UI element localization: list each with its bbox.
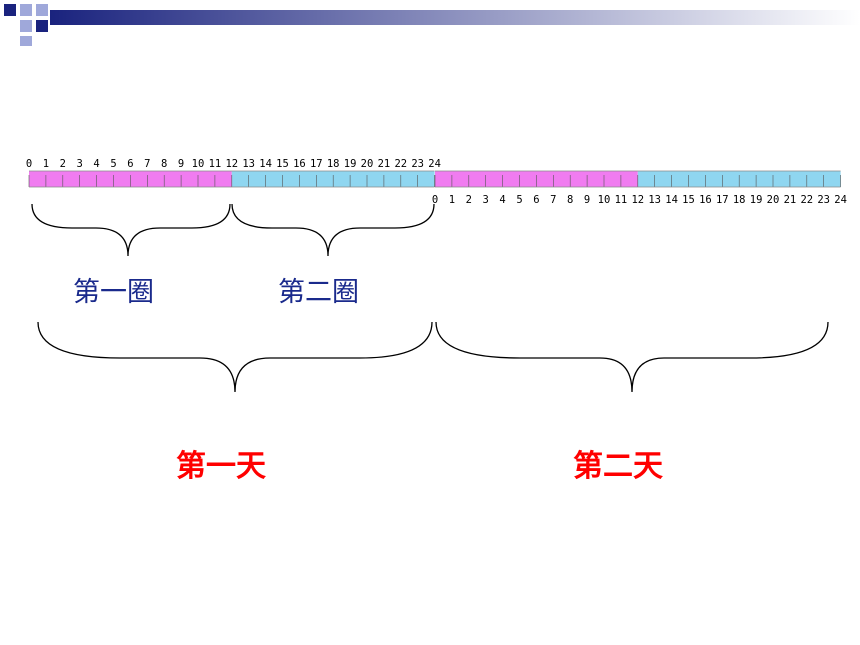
tick-label: 2 xyxy=(466,194,472,206)
header-square-6 xyxy=(20,36,32,46)
tick-label: 2 xyxy=(60,158,66,170)
tick-label: 8 xyxy=(161,158,167,170)
tick-label: 3 xyxy=(77,158,83,170)
tick-label: 11 xyxy=(615,194,628,206)
tick-label: 8 xyxy=(567,194,573,206)
header-square-1 xyxy=(4,4,16,16)
tick-label: 16 xyxy=(699,194,712,206)
tick-label: 13 xyxy=(648,194,661,206)
tick-label: 10 xyxy=(598,194,611,206)
tick-label: 12 xyxy=(225,158,238,170)
header-square-3 xyxy=(36,4,48,16)
tick-label: 23 xyxy=(411,158,424,170)
tick-label: 21 xyxy=(378,158,391,170)
tick-label: 12 xyxy=(631,194,644,206)
day2-label: 第二天 xyxy=(573,449,663,484)
tick-label: 6 xyxy=(533,194,539,206)
brace-round2 xyxy=(231,203,435,257)
tick-label: 20 xyxy=(767,194,780,206)
header-square-4 xyxy=(20,20,32,32)
tick-label: 18 xyxy=(327,158,340,170)
tick-label: 10 xyxy=(192,158,205,170)
header-gradient-bar xyxy=(50,10,860,25)
tick-label: 19 xyxy=(750,194,763,206)
brace-round1 xyxy=(31,203,231,257)
tick-label: 11 xyxy=(209,158,222,170)
tick-label: 14 xyxy=(259,158,272,170)
round2-label: 第二圈 xyxy=(278,277,359,308)
header-square-5 xyxy=(36,20,48,32)
tick-label: 5 xyxy=(516,194,522,206)
tick-label: 5 xyxy=(110,158,116,170)
header-decoration xyxy=(4,4,860,46)
tick-label: 14 xyxy=(665,194,678,206)
tick-label: 3 xyxy=(483,194,489,206)
tick-label: 15 xyxy=(682,194,695,206)
tick-label: 22 xyxy=(800,194,813,206)
tick-label: 9 xyxy=(584,194,590,206)
tick-label: 19 xyxy=(344,158,357,170)
tick-label: 17 xyxy=(310,158,323,170)
tick-label: 18 xyxy=(733,194,746,206)
day1-label: 第一天 xyxy=(176,449,266,484)
round1-label: 第一圈 xyxy=(73,277,154,308)
tick-label: 9 xyxy=(178,158,184,170)
tick-label: 23 xyxy=(817,194,830,206)
tick-label: 17 xyxy=(716,194,729,206)
tick-label: 0 xyxy=(26,158,32,170)
tick-label: 22 xyxy=(394,158,407,170)
tick-label: 1 xyxy=(43,158,49,170)
tick-label: 1 xyxy=(449,194,455,206)
tick-label: 16 xyxy=(293,158,306,170)
tick-label: 21 xyxy=(784,194,797,206)
tick-label: 15 xyxy=(276,158,289,170)
brace-day1 xyxy=(37,321,433,393)
header-square-2 xyxy=(20,4,32,16)
tick-label: 0 xyxy=(432,194,438,206)
tick-label: 6 xyxy=(127,158,133,170)
brace-day2 xyxy=(435,321,829,393)
tick-label: 4 xyxy=(93,158,99,170)
tick-label: 13 xyxy=(242,158,255,170)
tick-label: 7 xyxy=(550,194,556,206)
tick-label: 24 xyxy=(428,158,441,170)
tick-label: 24 xyxy=(834,194,847,206)
tick-label: 4 xyxy=(499,194,505,206)
tick-label: 20 xyxy=(361,158,374,170)
tick-label: 7 xyxy=(144,158,150,170)
